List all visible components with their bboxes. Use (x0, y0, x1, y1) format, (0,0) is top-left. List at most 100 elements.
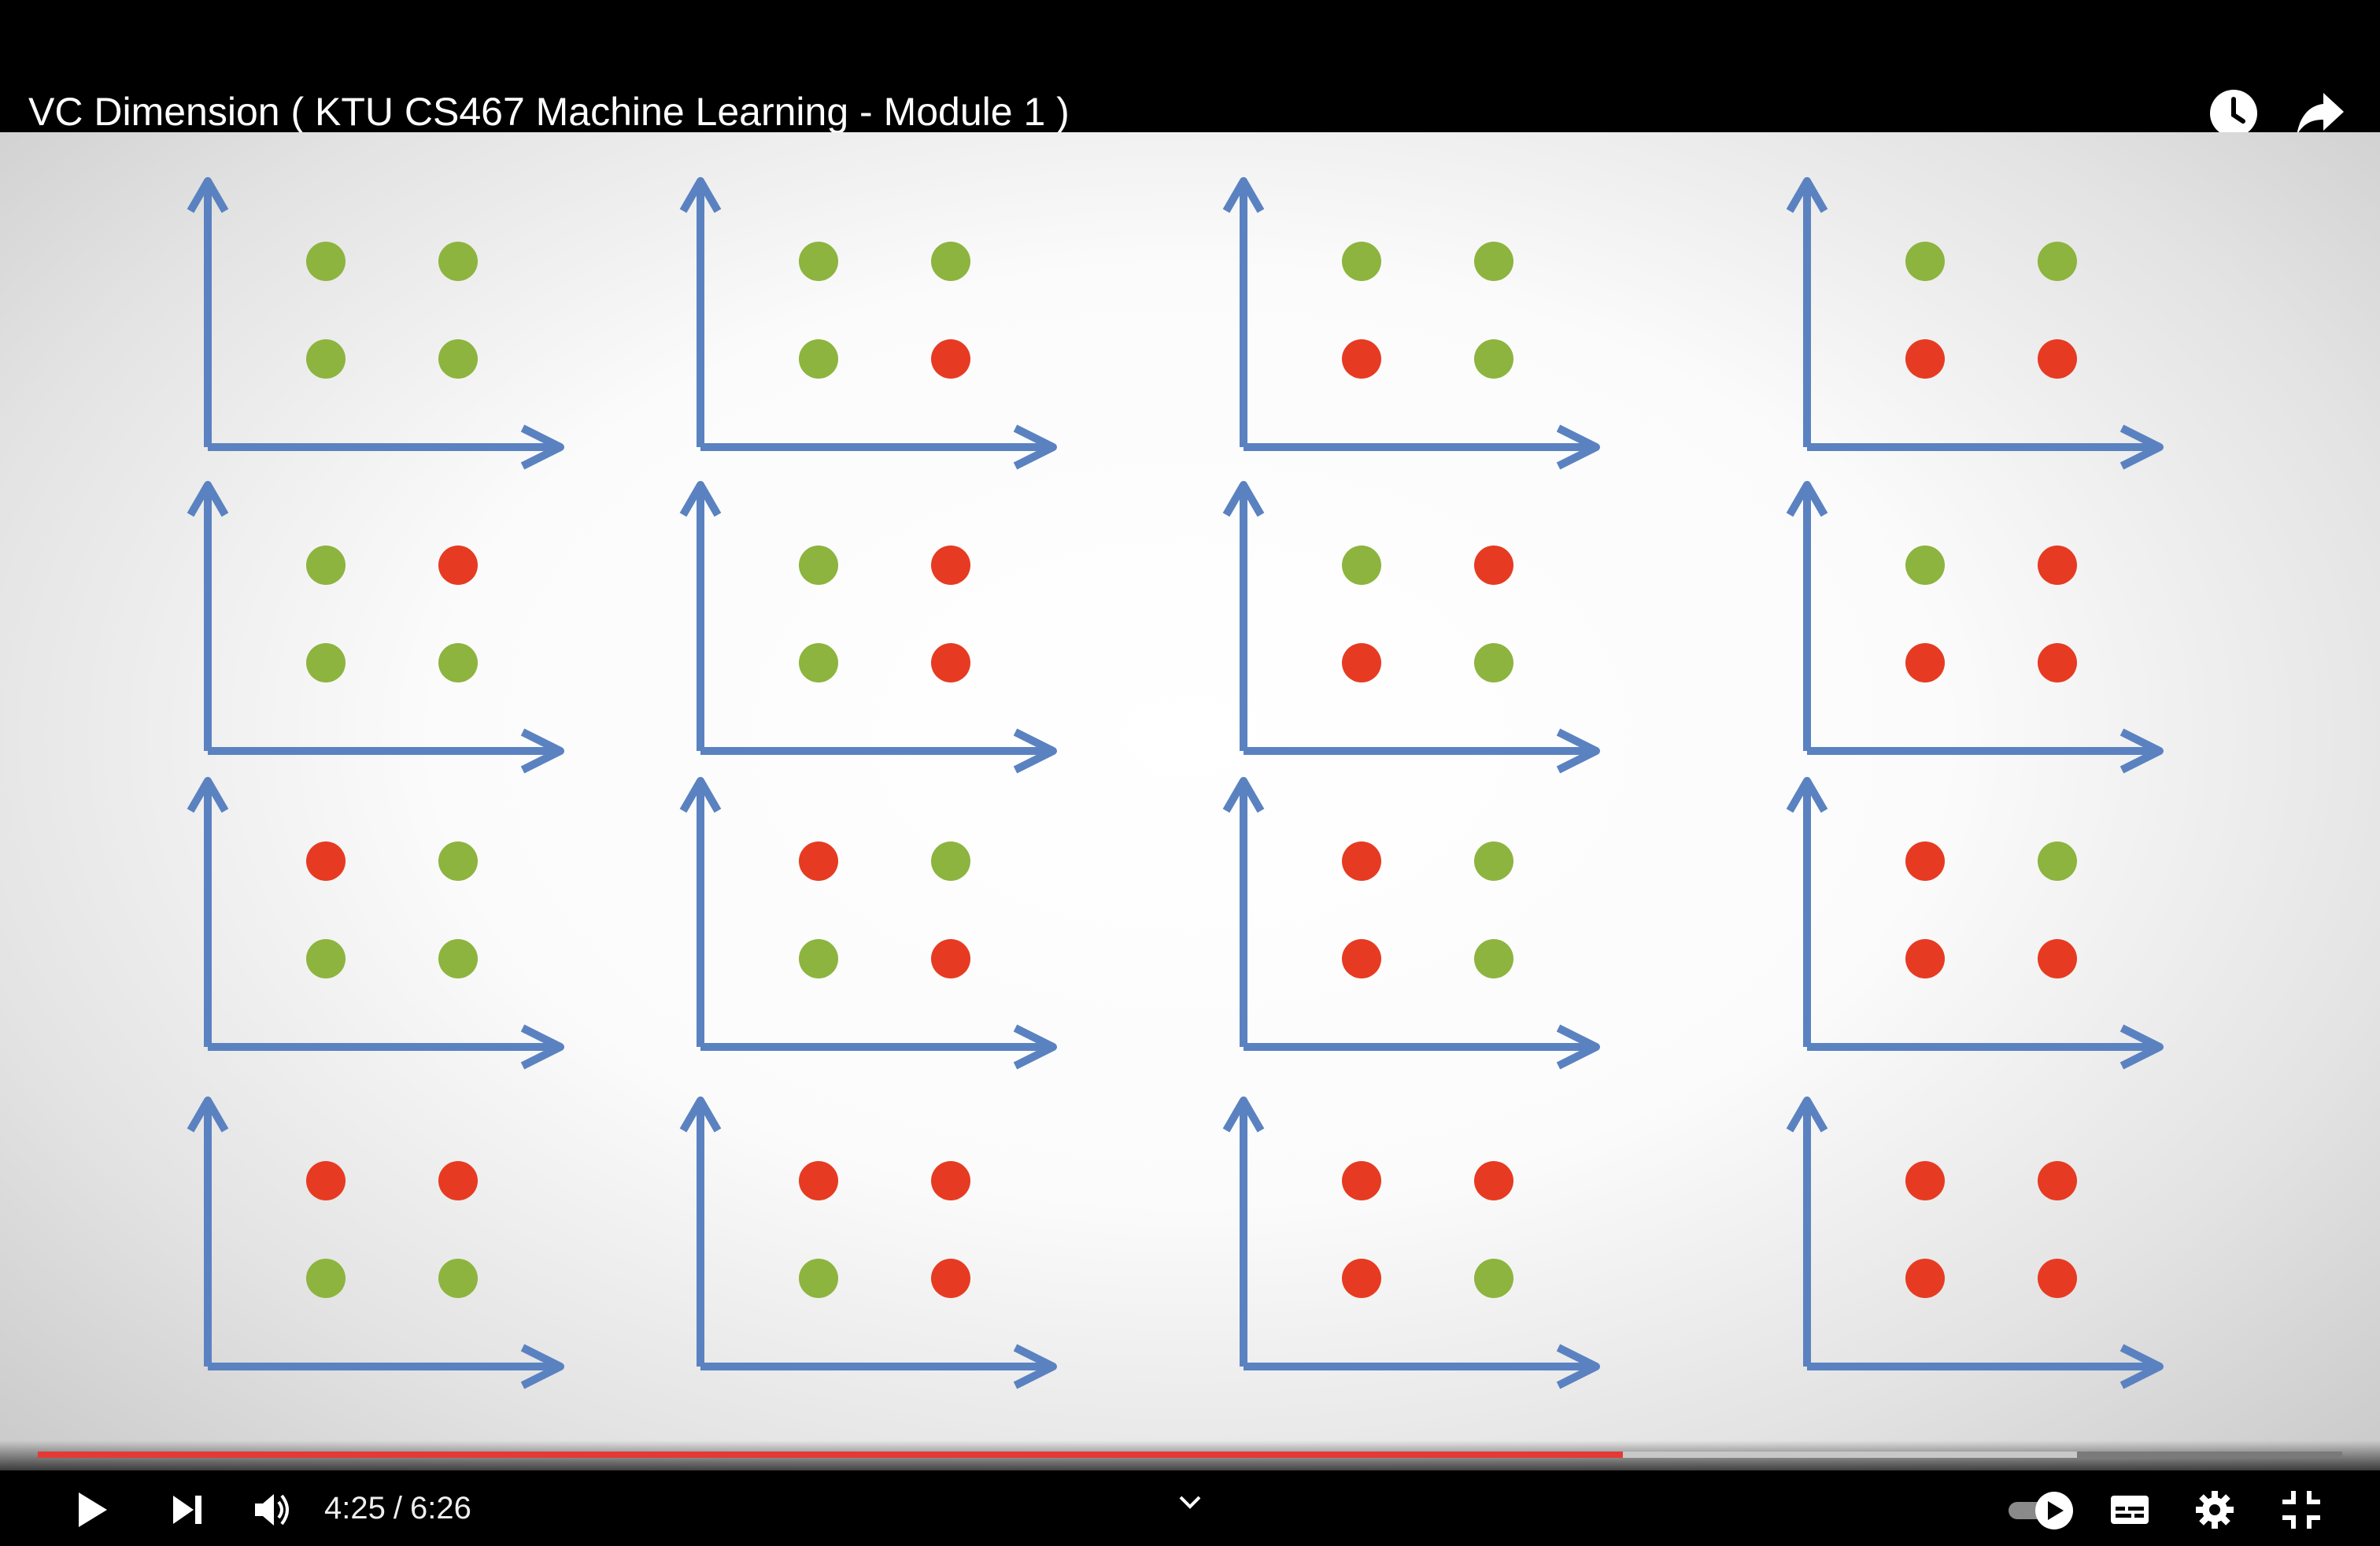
share-icon[interactable] (2295, 88, 2345, 139)
progress-played (38, 1452, 1624, 1458)
positive-point (438, 643, 478, 682)
play-icon[interactable] (66, 1485, 116, 1535)
y-axis-arrow (679, 777, 722, 813)
negative-point (2038, 1161, 2077, 1200)
y-axis-arrow (1786, 177, 1828, 213)
negative-point (2038, 546, 2077, 585)
x-axis-arrow (2119, 728, 2164, 774)
positive-point (931, 841, 970, 881)
progress-bar[interactable] (38, 1452, 2342, 1458)
positive-point (306, 339, 346, 379)
video-title[interactable]: VC Dimension ( KTU CS467 Machine Learnin… (28, 90, 1070, 134)
positive-point (1474, 242, 1513, 281)
negative-point (1342, 1259, 1381, 1298)
negative-point (2038, 643, 2077, 682)
negative-point (438, 1161, 478, 1200)
time-separator: / (393, 1491, 402, 1526)
positive-point (438, 339, 478, 379)
positive-point (438, 1259, 478, 1298)
slide-plots (187, 177, 2164, 1389)
negative-point (931, 1161, 970, 1200)
y-axis-arrow (187, 1097, 229, 1133)
x-axis-arrow (520, 728, 564, 774)
positive-point (1474, 339, 1513, 379)
chevron-down-icon[interactable] (1165, 1477, 1215, 1527)
labeling-plot (187, 1097, 564, 1389)
next-icon[interactable] (162, 1485, 213, 1535)
negative-point (1342, 643, 1381, 682)
labeling-plot (1222, 481, 1600, 774)
positive-point (438, 939, 478, 978)
y-axis-arrow (1222, 481, 1265, 517)
positive-point (799, 939, 838, 978)
negative-point (2038, 939, 2077, 978)
positive-point (1342, 242, 1381, 281)
video-frame[interactable] (0, 132, 2380, 1474)
negative-point (1905, 939, 1945, 978)
volume-icon[interactable] (247, 1485, 298, 1535)
x-axis-arrow (1013, 728, 1057, 774)
positive-point (1474, 1259, 1513, 1298)
x-axis-arrow (520, 1344, 564, 1389)
negative-point (1905, 841, 1945, 881)
positive-point (306, 643, 346, 682)
labeling-plot (1222, 777, 1600, 1070)
negative-point (931, 339, 970, 379)
negative-point (931, 643, 970, 682)
y-axis-arrow (187, 481, 229, 517)
negative-point (2038, 1259, 2077, 1298)
settings-icon[interactable] (2190, 1485, 2240, 1535)
y-axis-arrow (679, 177, 722, 213)
exit-fullscreen-icon[interactable] (2276, 1485, 2326, 1535)
negative-point (1905, 339, 1945, 379)
positive-point (438, 841, 478, 881)
time-display: 4:25/6:26 (324, 1489, 471, 1527)
negative-point (1342, 939, 1381, 978)
positive-point (799, 242, 838, 281)
y-axis-arrow (187, 777, 229, 813)
negative-point (931, 546, 970, 585)
labeling-plot (1786, 777, 2164, 1070)
x-axis-arrow (1556, 424, 1600, 470)
positive-point (306, 939, 346, 978)
y-axis-arrow (1222, 1097, 1265, 1133)
negative-point (1342, 1161, 1381, 1200)
labeling-plot (1786, 1097, 2164, 1389)
positive-point (1905, 242, 1945, 281)
y-axis-arrow (1222, 777, 1265, 813)
positive-point (1474, 643, 1513, 682)
duration: 6:26 (409, 1491, 471, 1526)
x-axis-arrow (1556, 728, 1600, 774)
x-axis-arrow (520, 424, 564, 470)
positive-point (1474, 841, 1513, 881)
autoplay-toggle-icon[interactable] (2005, 1485, 2081, 1535)
y-axis-arrow (1222, 177, 1265, 213)
negative-point (2038, 339, 2077, 379)
positive-point (438, 242, 478, 281)
current-time: 4:25 (324, 1491, 386, 1526)
control-bar: 4:25/6:26 (0, 1470, 2380, 1546)
negative-point (799, 1161, 838, 1200)
negative-point (1342, 339, 1381, 379)
subtitles-icon[interactable] (2105, 1485, 2155, 1535)
y-axis-arrow (187, 177, 229, 213)
labeling-plot (187, 777, 564, 1070)
labeling-plot (1222, 1097, 1600, 1389)
x-axis-arrow (1556, 1344, 1600, 1389)
negative-point (306, 841, 346, 881)
y-axis-arrow (1786, 1097, 1828, 1133)
negative-point (1342, 841, 1381, 881)
labeling-plot (187, 177, 564, 470)
negative-point (931, 1259, 970, 1298)
y-axis-arrow (679, 481, 722, 517)
title-bar: VC Dimension ( KTU CS467 Machine Learnin… (0, 0, 2380, 137)
x-axis-arrow (520, 1024, 564, 1070)
x-axis-arrow (1013, 1344, 1057, 1389)
x-axis-arrow (1556, 1024, 1600, 1070)
x-axis-arrow (2119, 424, 2164, 470)
positive-point (306, 242, 346, 281)
negative-point (438, 546, 478, 585)
positive-point (799, 643, 838, 682)
positive-point (1342, 546, 1381, 585)
watch-later-icon[interactable] (2208, 88, 2259, 139)
